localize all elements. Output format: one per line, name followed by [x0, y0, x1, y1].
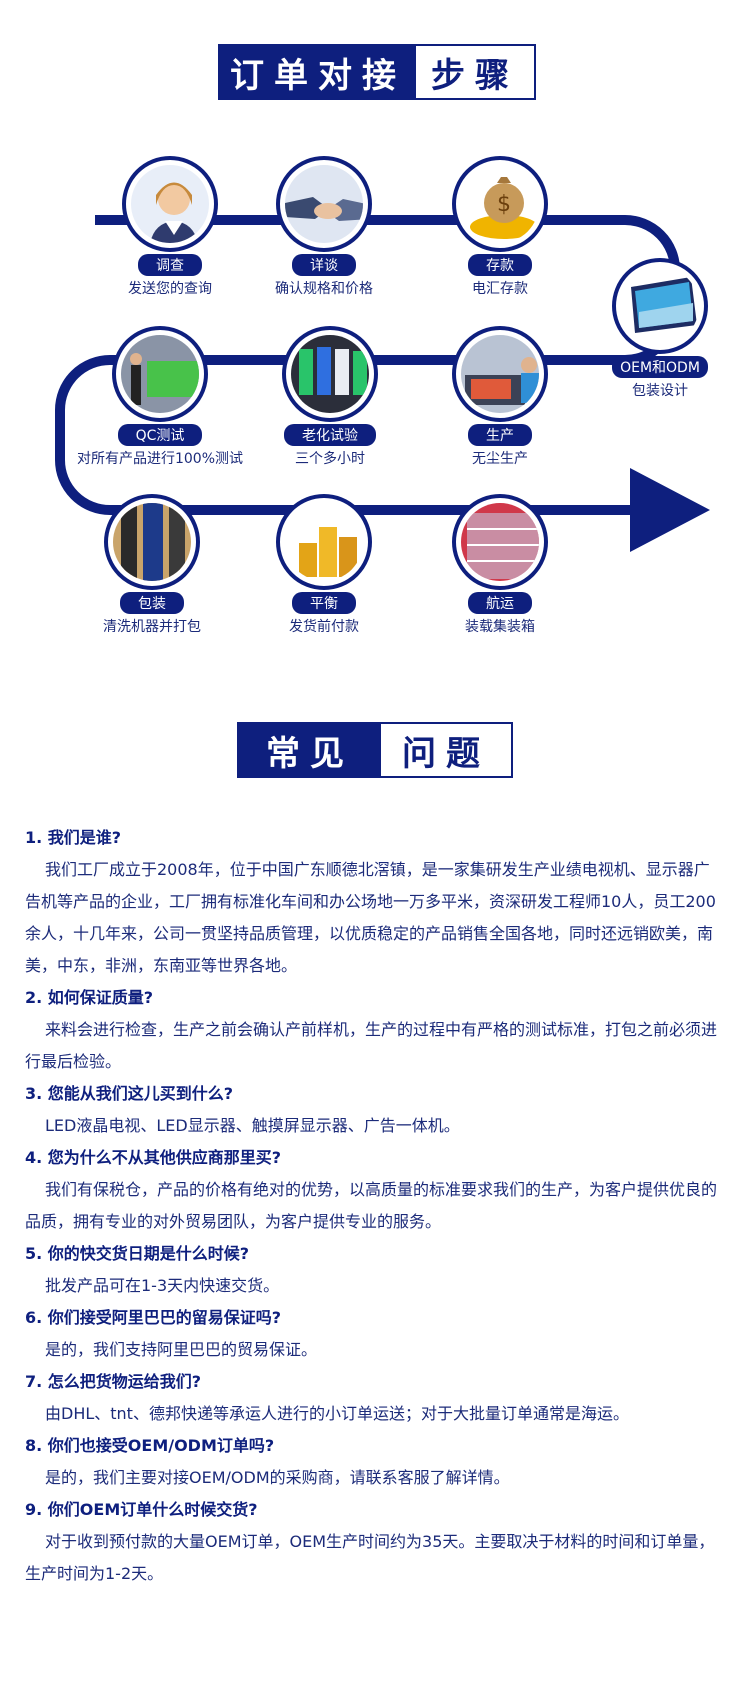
faq-question: 4. 您为什么不从其他供应商那里买?: [25, 1148, 282, 1167]
svg-text:$: $: [497, 192, 511, 217]
packing-icon: [113, 503, 191, 581]
step-circle: [282, 326, 378, 422]
faq-answer: 批发产品可在1-3天内快速交货。: [45, 1276, 280, 1295]
faq-question: 6. 你们接受阿里巴巴的留易保证吗?: [25, 1308, 282, 1327]
step-desc: 装载集装箱: [465, 619, 535, 635]
faq-answer: 是的，我们支持阿里巴巴的贸易保证。: [45, 1340, 318, 1359]
flow-arrow-head: [630, 468, 710, 552]
step-circle: [612, 258, 708, 354]
step-tag: 调查: [138, 254, 202, 276]
step-qc-test: QC测试 对所有产品进行100%测试: [60, 326, 260, 468]
gold-coins-icon: [285, 503, 363, 581]
step-tag: 包装: [120, 592, 184, 614]
step-tag: QC测试: [117, 424, 203, 446]
money-bag-icon: $: [461, 165, 539, 243]
step-packing: 包装 清洗机器并打包: [52, 494, 252, 636]
step-circle: [112, 326, 208, 422]
step-inquiry: 调查 发送您的查询: [70, 156, 270, 298]
step-tag: 平衡: [292, 592, 356, 614]
faq-question: 3. 您能从我们这儿买到什么?: [25, 1084, 234, 1103]
faq-question: 7. 怎么把货物运给我们?: [25, 1372, 202, 1391]
step-oem-odm: OEM和ODM 包装设计: [560, 258, 750, 400]
step-tag: 存款: [468, 254, 532, 276]
step-tag: 航运: [468, 592, 532, 614]
step-desc: 无尘生产: [472, 451, 528, 467]
faq-answer: 是的，我们主要对接OEM/ODM的采购商，请联系客服了解详情。: [45, 1468, 510, 1487]
step-balance: 平衡 发货前付款: [224, 494, 424, 636]
step-tag: 生产: [468, 424, 532, 446]
step-tag: OEM和ODM: [612, 356, 708, 378]
step-desc: 电汇存款: [472, 281, 528, 297]
step-circle: [276, 494, 372, 590]
production-line-icon: [461, 335, 539, 413]
faq-question: 1. 我们是谁?: [25, 828, 122, 847]
step-circle: [452, 494, 548, 590]
faq-answer: 我们工厂成立于2008年，位于中国广东顺德北滘镇，是一家集研发生产业绩电视机、显…: [25, 860, 716, 975]
step-circle: [104, 494, 200, 590]
faq-list: 1. 我们是谁? 我们工厂成立于2008年，位于中国广东顺德北滘镇，是一家集研发…: [25, 822, 725, 1590]
faq-question: 5. 你的快交货日期是什么时候?: [25, 1244, 250, 1263]
step-desc: 三个多小时: [295, 451, 365, 467]
step-production: 生产 无尘生产: [400, 326, 600, 468]
section-title-faq: 常见 问题: [237, 722, 513, 778]
section-title-order-steps: 订单对接 步骤: [218, 44, 536, 100]
faq-question: 9. 你们OEM订单什么时候交货?: [25, 1500, 258, 1519]
step-circle: [452, 326, 548, 422]
container-loading-icon: [461, 503, 539, 581]
step-circle: $: [452, 156, 548, 252]
title-right: 问题: [381, 724, 511, 776]
step-desc: 发送您的查询: [128, 281, 212, 297]
step-aging-test: 老化试验 三个多小时: [230, 326, 430, 468]
faq-answer: 来料会进行检查，生产之前会确认产前样机，生产的过程中有严格的测试标准，打包之前必…: [25, 1020, 718, 1071]
handshake-icon: [285, 165, 363, 243]
step-tag: 老化试验: [284, 424, 376, 446]
step-discuss: 详谈 确认规格和价格: [224, 156, 424, 298]
title-left: 订单对接: [220, 46, 416, 98]
aging-test-icon: [291, 335, 369, 413]
qc-workshop-icon: [121, 335, 199, 413]
faq-answer: 对于收到预付款的大量OEM订单，OEM生产时间约为35天。主要取决于材料的时间和…: [25, 1532, 715, 1583]
monitor-box-icon: [621, 267, 699, 345]
step-desc: 发货前付款: [289, 619, 359, 635]
customer-service-icon: [131, 165, 209, 243]
faq-answer: LED液晶电视、LED显示器、触摸屏显示器、广告一体机。: [45, 1116, 460, 1135]
faq-question: 2. 如何保证质量?: [25, 988, 154, 1007]
step-desc: 对所有产品进行100%测试: [76, 451, 244, 467]
step-circle: [276, 156, 372, 252]
faq-answer: 由DHL、tnt、德邦快递等承运人进行的小订单运送；对于大批量订单通常是海运。: [45, 1404, 629, 1423]
faq-question: 8. 你们也接受OEM/ODM订单吗?: [25, 1436, 275, 1455]
step-desc: 包装设计: [632, 383, 688, 399]
step-tag: 详谈: [292, 254, 356, 276]
step-shipping: 航运 装载集装箱: [400, 494, 600, 636]
title-right: 步骤: [416, 46, 534, 98]
step-circle: [122, 156, 218, 252]
step-desc: 清洗机器并打包: [103, 619, 201, 635]
faq-answer: 我们有保税仓，产品的价格有绝对的优势，以高质量的标准要求我们的生产，为客户提供优…: [25, 1180, 718, 1231]
step-desc: 确认规格和价格: [275, 281, 373, 297]
title-left: 常见: [239, 724, 381, 776]
step-deposit: $ 存款 电汇存款: [400, 156, 600, 298]
